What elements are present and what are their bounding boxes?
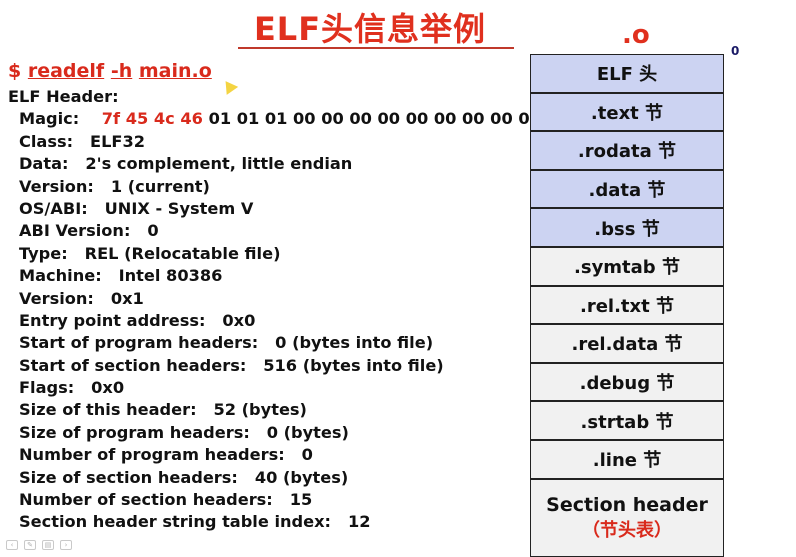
elf-field-value: 0x0: [91, 378, 125, 398]
section-header-sublabel: （节头表）: [582, 519, 672, 541]
section-box: .rodata 节: [530, 131, 724, 170]
elf-field-label: Size of program headers:: [19, 422, 250, 442]
elf-field-value: REL (Relocatable file): [84, 243, 281, 263]
slide-title: ELF头信息举例: [253, 10, 487, 48]
slide-toolbar: ‹ ✎ ▤ ›: [6, 540, 72, 550]
elf-field-label: Data:: [19, 154, 69, 174]
section-box: ELF 头: [530, 54, 724, 93]
elf-field-label: Size of section headers:: [19, 467, 238, 487]
command-program: readelf: [27, 60, 105, 82]
section-box: .strtab 节: [530, 401, 724, 440]
magic-row: Magic: 7f 45 4c 46 01 01 01 00 00 00 00 …: [8, 108, 530, 130]
pen-icon[interactable]: ✎: [24, 540, 36, 550]
title-underline: [238, 47, 514, 49]
elf-field-row: Number of section headers: 15: [8, 489, 530, 511]
elf-section-layout: ELF 头.text 节.rodata 节.data 节.bss 节.symta…: [530, 54, 724, 557]
elf-field-value: 40 (bytes): [254, 467, 349, 487]
elf-field-value: 0x0: [222, 310, 256, 330]
elf-field-value: Intel 80386: [118, 266, 223, 286]
elf-field-label: Flags:: [19, 378, 75, 398]
elf-field-label: Number of program headers:: [19, 445, 285, 465]
elf-field-row: Start of program headers: 0 (bytes into …: [8, 332, 530, 354]
elf-field-row: Data: 2's complement, little endian: [8, 153, 530, 175]
elf-field-row: Size of program headers: 0 (bytes): [8, 422, 530, 444]
elf-field-label: ABI Version:: [19, 221, 131, 241]
offset-zero-label: 0: [731, 44, 740, 58]
elf-field-row: Type: REL (Relocatable file): [8, 243, 530, 265]
elf-field-row: Size of this header: 52 (bytes): [8, 399, 530, 421]
elf-field-row: Number of program headers: 0: [8, 444, 530, 466]
magic-label: Magic:: [19, 109, 80, 129]
handwritten-annotation: .o: [622, 20, 650, 50]
elf-field-row: Size of section headers: 40 (bytes): [8, 467, 530, 489]
elf-field-row: Version: 1 (current): [8, 176, 530, 198]
elf-field-value: 2's complement, little endian: [85, 154, 353, 174]
slides-grid-icon[interactable]: ▤: [42, 540, 54, 550]
section-box: .symtab 节: [530, 246, 724, 286]
elf-field-label: Machine:: [19, 266, 102, 286]
elf-field-label: Version:: [19, 176, 94, 196]
command-file: main.o: [138, 60, 212, 82]
section-header-table-box: Section header （节头表）: [530, 478, 724, 557]
elf-field-label: OS/ABI:: [19, 198, 88, 218]
section-box: .bss 节: [530, 208, 724, 247]
elf-field-row: Section header string table index: 12: [8, 511, 530, 533]
elf-field-value: UNIX - System V: [104, 198, 254, 218]
command-line: $ readelf -h main.o: [8, 60, 212, 82]
elf-field-value: 0x1: [110, 288, 144, 308]
section-box: .data 节: [530, 169, 724, 209]
elf-field-row: Version: 0x1: [8, 288, 530, 310]
elf-field-label: Number of section headers:: [19, 490, 273, 510]
elf-field-value: 52 (bytes): [213, 400, 307, 420]
elf-field-label: Entry point address:: [19, 310, 206, 330]
elf-field-value: 0 (bytes into file): [275, 333, 434, 353]
elf-field-value: 0: [301, 445, 313, 465]
elf-field-label: Size of this header:: [19, 400, 197, 420]
elf-field-label: Start of section headers:: [19, 355, 247, 375]
elf-field-label: Version:: [19, 288, 94, 308]
prev-slide-icon[interactable]: ‹: [6, 540, 18, 550]
elf-field-value: ELF32: [90, 131, 145, 151]
elf-field-row: Class: ELF32: [8, 131, 530, 153]
elf-field-value: 1 (current): [110, 176, 210, 196]
section-box: .text 节: [530, 92, 724, 132]
magic-remaining-bytes: 01 01 01 00 00 00 00 00 00 00 00 00: [208, 109, 530, 129]
elf-field-label: Class:: [19, 131, 74, 151]
prompt-symbol: $: [8, 60, 22, 82]
elf-header-output: ELF Header: Magic: 7f 45 4c 46 01 01 01 …: [8, 86, 530, 534]
command-flag: -h: [110, 60, 133, 82]
elf-field-row: Entry point address: 0x0: [8, 310, 530, 332]
elf-field-row: Flags: 0x0: [8, 377, 530, 399]
elf-field-label: Section header string table index:: [19, 512, 332, 532]
elf-field-value: 0: [147, 221, 159, 241]
elf-field-value: 15: [289, 490, 313, 510]
elf-field-row: Start of section headers: 516 (bytes int…: [8, 355, 530, 377]
elf-header-heading: ELF Header:: [8, 87, 119, 106]
magic-signature-bytes: 7f 45 4c 46: [101, 109, 203, 129]
section-box: .rel.data 节: [530, 324, 724, 363]
elf-field-label: Start of program headers:: [19, 333, 259, 353]
elf-field-row: OS/ABI: UNIX - System V: [8, 198, 530, 220]
next-slide-icon[interactable]: ›: [60, 540, 72, 550]
elf-field-value: 0 (bytes): [266, 422, 349, 442]
elf-field-value: 12: [347, 512, 371, 532]
elf-field-row: ABI Version: 0: [8, 220, 530, 242]
elf-field-value: 516 (bytes into file): [263, 355, 444, 375]
elf-field-row: Machine: Intel 80386: [8, 265, 530, 287]
section-box: .debug 节: [530, 362, 724, 402]
elf-field-label: Type:: [19, 243, 68, 263]
section-box: .line 节: [530, 439, 724, 479]
section-header-label: Section header: [546, 493, 708, 516]
section-box: .rel.txt 节: [530, 285, 724, 325]
